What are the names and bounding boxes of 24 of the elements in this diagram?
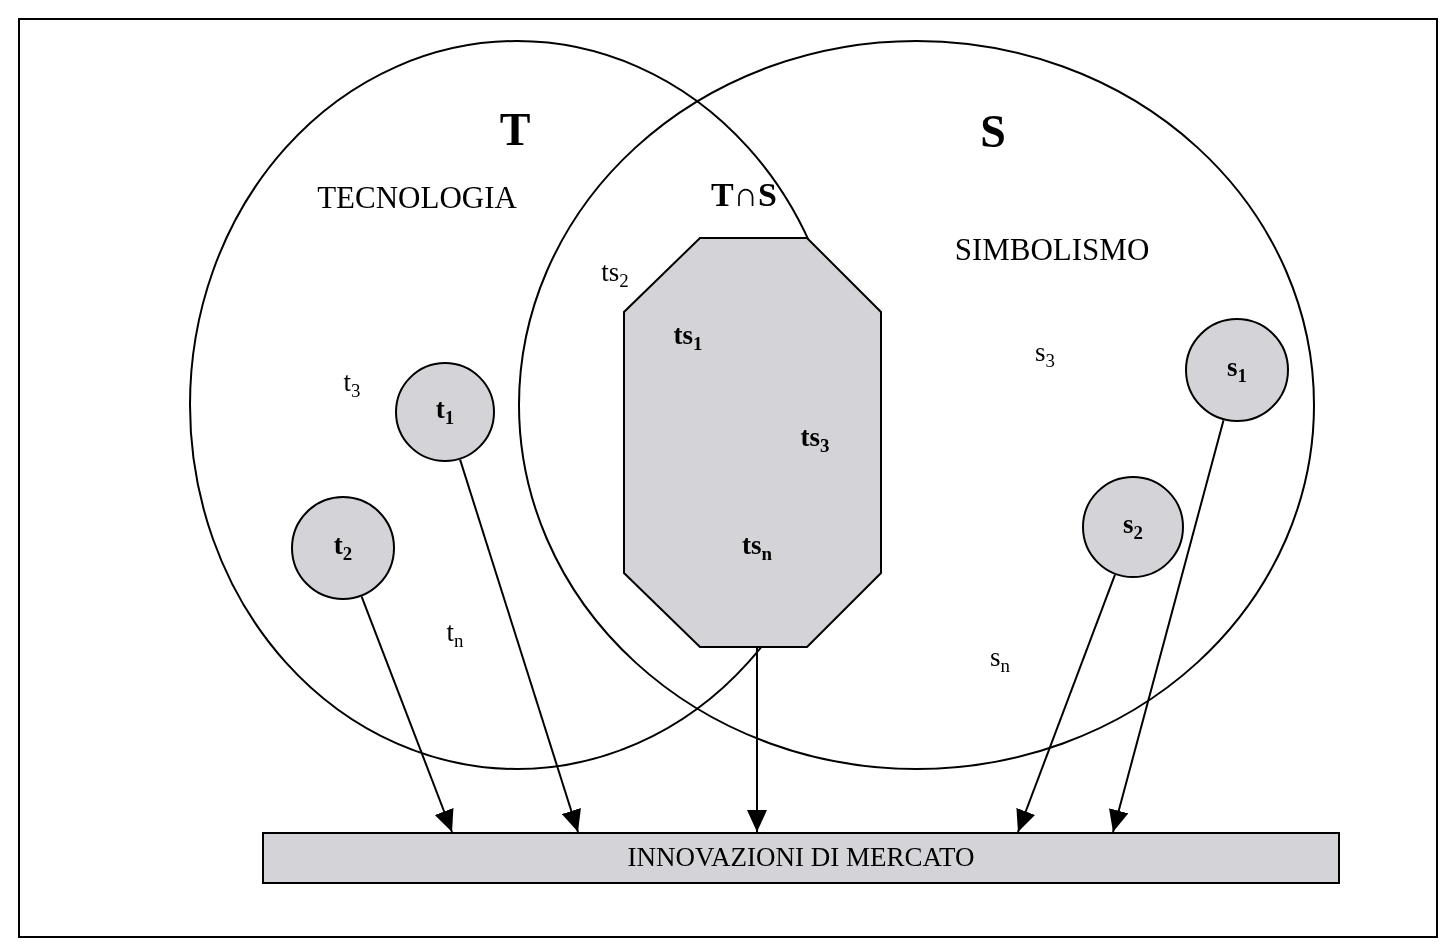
arrow bbox=[459, 458, 581, 833]
arrow bbox=[747, 647, 767, 833]
set-name: TECNOLOGIA bbox=[317, 180, 517, 216]
element-label: t$_{3}$ bbox=[343, 367, 361, 403]
element-label: t$_{1}$ bbox=[435, 394, 455, 430]
result-box bbox=[262, 832, 1340, 884]
element-label: s$_{1}$ bbox=[1227, 352, 1247, 388]
set-name: SIMBOLISMO bbox=[954, 232, 1150, 268]
element-label: s$_{3}$ bbox=[1035, 337, 1055, 373]
element-label: s$_{n}$ bbox=[990, 642, 1010, 678]
element-label: t$_{2}$ bbox=[333, 530, 353, 566]
element-label: ts$_{3}$ bbox=[800, 422, 830, 458]
element-label: ts$_{n}$ bbox=[742, 530, 772, 566]
set-letter: S bbox=[980, 106, 1006, 158]
set-letter: T bbox=[499, 104, 531, 156]
element-label: ts$_{2}$ bbox=[601, 257, 629, 293]
box-label: INNOVAZIONI DI MERCATO bbox=[627, 843, 975, 873]
intersection-label: T∩S bbox=[711, 176, 777, 214]
arrow bbox=[1016, 573, 1116, 833]
arrow bbox=[1109, 419, 1225, 833]
arrow bbox=[360, 595, 454, 833]
element-label: s$_{2}$ bbox=[1123, 509, 1143, 545]
element-label: t$_{n}$ bbox=[446, 617, 464, 653]
element-label: ts$_{1}$ bbox=[673, 320, 703, 356]
